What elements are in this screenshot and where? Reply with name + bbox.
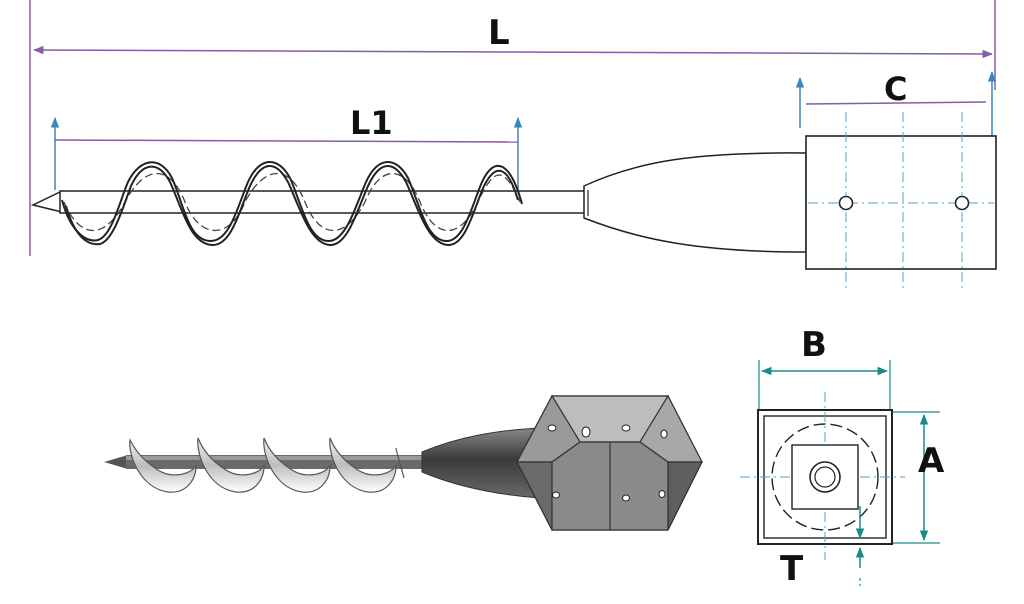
helix-back — [63, 173, 521, 231]
taper-section — [583, 152, 807, 253]
helix-front — [61, 161, 523, 247]
iso-helix-blades — [129, 437, 405, 493]
end-shaft-inner — [814, 466, 836, 488]
iso-shaft-tip — [104, 455, 128, 469]
isometric-view — [104, 394, 703, 531]
label-C: C — [884, 70, 907, 108]
label-A: A — [918, 441, 945, 481]
side-view: L L1 C — [29, 0, 997, 290]
shaft — [59, 190, 587, 214]
dimension-A: A — [890, 411, 945, 544]
bolt-hole-left — [838, 195, 854, 211]
iso-head-cube — [516, 394, 703, 531]
dimension-L: L — [29, 0, 996, 256]
dimension-B: B — [758, 325, 891, 412]
end-plate-circle — [771, 423, 879, 531]
label-L1: L1 — [350, 104, 393, 142]
label-L: L — [488, 13, 510, 53]
label-B: B — [801, 325, 827, 365]
dimension-T: T — [780, 506, 865, 589]
iso-cube-holes — [547, 424, 668, 502]
end-view: B A T — [740, 325, 945, 589]
dimension-L1: L1 — [50, 104, 523, 190]
label-T: T — [780, 549, 804, 589]
bolt-hole-right — [954, 195, 970, 211]
shaft-tip — [30, 189, 63, 213]
